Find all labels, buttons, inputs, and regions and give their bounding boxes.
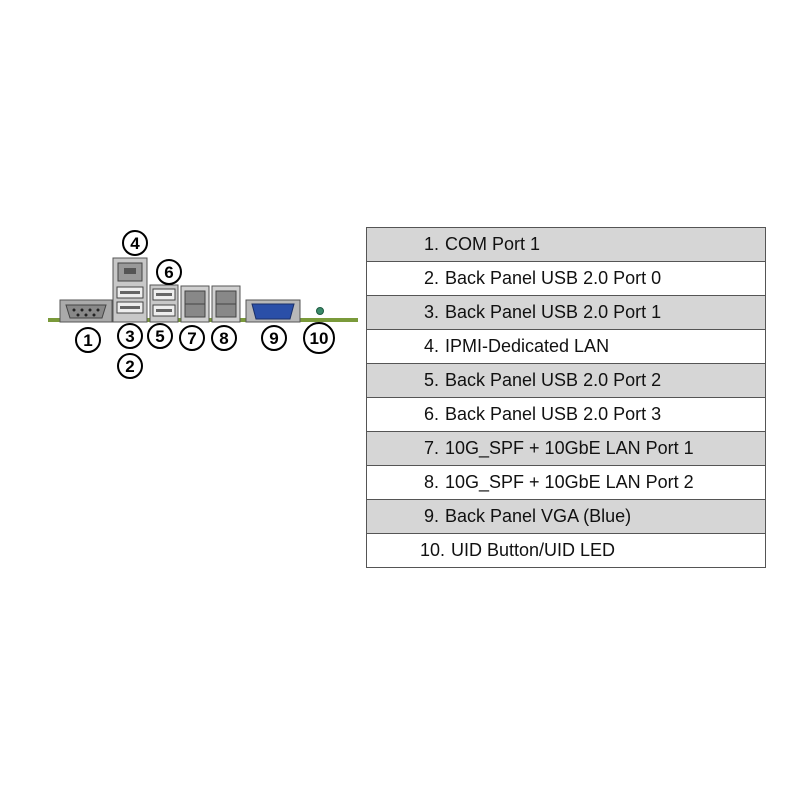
legend-row: 10. UID Button/UID LED: [366, 533, 766, 568]
usb-stack-icon: [149, 284, 179, 323]
legend-number: 10.: [419, 540, 445, 560]
legend-number: 5.: [423, 370, 439, 390]
legend-cell: 3. Back Panel USB 2.0 Port 1: [366, 295, 766, 330]
callout-2: 2: [117, 353, 143, 379]
callout-9: 9: [261, 325, 287, 351]
legend-row: 5. Back Panel USB 2.0 Port 2: [366, 363, 766, 398]
legend-row: 1. COM Port 1: [366, 227, 766, 262]
lan-usb-stack-icon: [112, 257, 148, 323]
legend-label: COM Port 1: [445, 234, 541, 254]
legend-label: IPMI-Dedicated LAN: [445, 336, 610, 356]
legend-number: 2.: [423, 268, 439, 288]
legend-label: UID Button/UID LED: [451, 540, 616, 560]
svg-text:7: 7: [187, 329, 196, 348]
legend-label: 10G_SPF + 10GbE LAN Port 2: [445, 472, 694, 492]
legend-number: 7.: [423, 438, 439, 458]
svg-text:9: 9: [269, 329, 278, 348]
legend-row: 9. Back Panel VGA (Blue): [366, 499, 766, 534]
legend-number: 6.: [423, 404, 439, 424]
legend-cell: 2. Back Panel USB 2.0 Port 0: [366, 261, 766, 296]
sfp-port-1-icon: [180, 285, 210, 323]
legend-number: 8.: [423, 472, 439, 492]
legend-number: 3.: [423, 302, 439, 322]
legend-row: 6. Back Panel USB 2.0 Port 3: [366, 397, 766, 432]
svg-text:10: 10: [310, 329, 329, 348]
legend-cell: 7. 10G_SPF + 10GbE LAN Port 1: [366, 431, 766, 466]
legend-cell: 10. UID Button/UID LED: [366, 533, 766, 568]
callout-10: 10: [303, 322, 335, 354]
legend-cell: 8. 10G_SPF + 10GbE LAN Port 2: [366, 465, 766, 500]
callout-4: 4: [122, 230, 148, 256]
svg-text:6: 6: [164, 263, 173, 282]
legend-cell: 9. Back Panel VGA (Blue): [366, 499, 766, 534]
svg-text:5: 5: [155, 327, 164, 346]
legend-row: 3. Back Panel USB 2.0 Port 1: [366, 295, 766, 330]
svg-text:3: 3: [125, 327, 134, 346]
legend-label: 10G_SPF + 10GbE LAN Port 1: [445, 438, 694, 458]
uid-led-icon: [316, 307, 324, 315]
vga-port-icon: [245, 299, 301, 323]
legend-row: 4. IPMI-Dedicated LAN: [366, 329, 766, 364]
legend-label: Back Panel VGA (Blue): [445, 506, 632, 526]
legend-number: 9.: [423, 506, 439, 526]
svg-text:8: 8: [219, 329, 228, 348]
legend-cell: 5. Back Panel USB 2.0 Port 2: [366, 363, 766, 398]
legend-cell: 6. Back Panel USB 2.0 Port 3: [366, 397, 766, 432]
legend-label: Back Panel USB 2.0 Port 0: [445, 268, 662, 288]
callout-5: 5: [147, 323, 173, 349]
legend-label: Back Panel USB 2.0 Port 3: [445, 404, 662, 424]
legend-row: 7. 10G_SPF + 10GbE LAN Port 1: [366, 431, 766, 466]
sfp-port-2-icon: [211, 285, 241, 323]
callout-6: 6: [156, 259, 182, 285]
legend-cell: 1. COM Port 1: [366, 227, 766, 262]
callout-7: 7: [179, 325, 205, 351]
svg-text:4: 4: [130, 234, 140, 253]
legend-number: 4.: [423, 336, 439, 356]
callout-1: 1: [75, 327, 101, 353]
io-panel-diagram: 1 2 3 4 5 6 7 8 9 10: [48, 230, 358, 379]
legend-cell: 4. IPMI-Dedicated LAN: [366, 329, 766, 364]
callout-8: 8: [211, 325, 237, 351]
callout-3: 3: [117, 323, 143, 349]
legend-number: 1.: [423, 234, 439, 254]
svg-text:2: 2: [125, 357, 134, 376]
com-port-icon: [59, 299, 113, 323]
legend-table: 1. COM Port 1 2. Back Panel USB 2.0 Port 0 3…: [366, 227, 766, 568]
svg-text:1: 1: [83, 331, 92, 350]
legend-row: 2. Back Panel USB 2.0 Port 0: [366, 261, 766, 296]
legend-label: Back Panel USB 2.0 Port 1: [445, 302, 662, 322]
legend-label: Back Panel USB 2.0 Port 2: [445, 370, 662, 390]
legend-row: 8. 10G_SPF + 10GbE LAN Port 2: [366, 465, 766, 500]
legend-body: 1. COM Port 1 2. Back Panel USB 2.0 Port 0 3…: [366, 227, 766, 568]
